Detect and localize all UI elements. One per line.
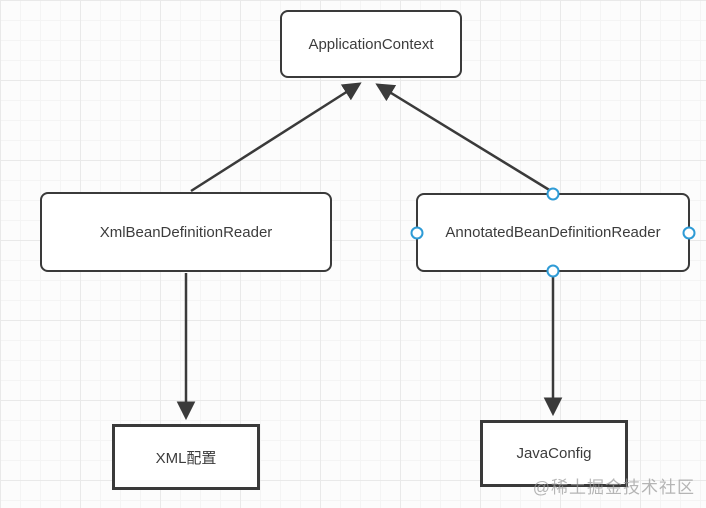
node-annotated-bean-definition-reader[interactable]: AnnotatedBeanDefinitionReader bbox=[410, 187, 696, 278]
node-xml-bean-definition-reader[interactable]: XmlBeanDefinitionReader bbox=[40, 192, 332, 272]
connection-handle-left[interactable] bbox=[410, 226, 424, 239]
node-xml-bean-definition-reader-label: XmlBeanDefinitionReader bbox=[99, 223, 273, 241]
node-xml-config-label: XML配置 bbox=[155, 449, 217, 467]
edge-xmlreader-to-applicationcontext[interactable] bbox=[190, 82, 362, 193]
connection-handle-top[interactable] bbox=[546, 187, 560, 201]
node-application-context[interactable]: ApplicationContext bbox=[280, 10, 462, 78]
node-java-config[interactable]: JavaConfig bbox=[480, 420, 628, 487]
node-annotated-bean-definition-reader-label: AnnotatedBeanDefinitionReader bbox=[445, 224, 661, 241]
node-xml-config[interactable]: XML配置 bbox=[112, 424, 260, 490]
node-java-config-label: JavaConfig bbox=[516, 445, 592, 462]
connection-handle-right[interactable] bbox=[682, 226, 696, 239]
connection-handle-bottom[interactable] bbox=[546, 264, 560, 278]
node-application-context-label: ApplicationContext bbox=[308, 35, 434, 53]
edge-annotatedreader-to-applicationcontext[interactable] bbox=[375, 83, 552, 193]
